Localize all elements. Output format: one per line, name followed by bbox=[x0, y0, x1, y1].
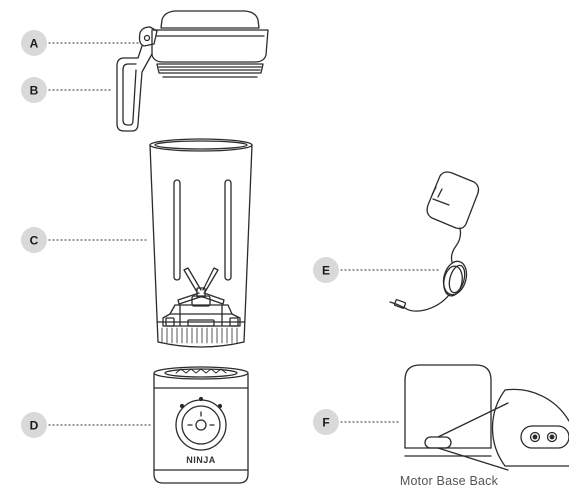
lid-part bbox=[140, 11, 269, 77]
marker-d-label: D bbox=[30, 419, 39, 433]
power-adapter-part bbox=[390, 172, 479, 311]
motor-base-back-part bbox=[405, 365, 569, 470]
marker-e-label: E bbox=[322, 264, 330, 278]
motor-base-back-caption: Motor Base Back bbox=[384, 474, 514, 488]
marker-f-label: F bbox=[322, 416, 329, 430]
marker-c-label: C bbox=[30, 234, 39, 248]
carry-loop-part bbox=[117, 46, 152, 131]
cup-base-ridges bbox=[162, 328, 237, 343]
brand-logo-text: NINJA bbox=[186, 455, 216, 465]
marker-b-label: B bbox=[30, 84, 39, 98]
motor-base-part bbox=[154, 367, 248, 483]
blending-cup-part bbox=[150, 139, 252, 347]
marker-a-label: A bbox=[30, 37, 39, 51]
